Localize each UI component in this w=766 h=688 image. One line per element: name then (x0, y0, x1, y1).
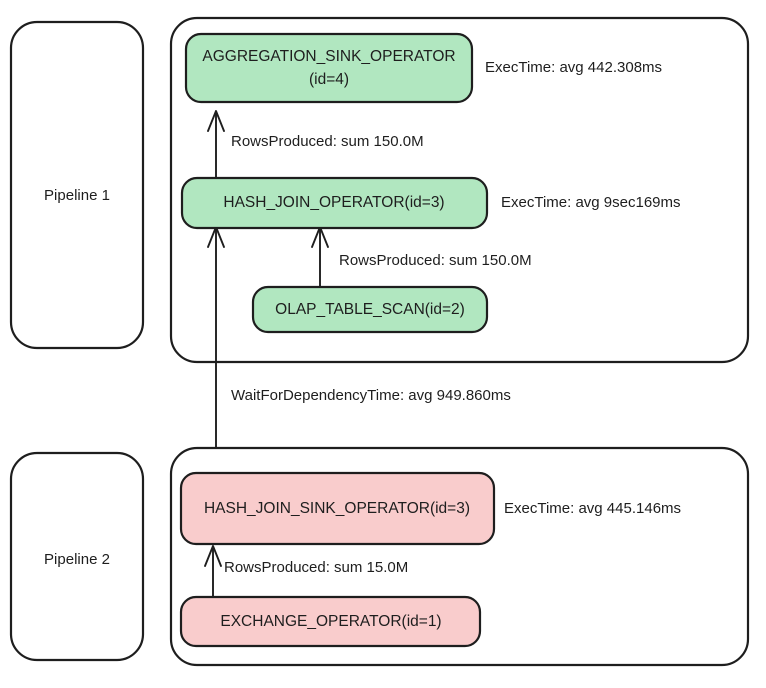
edge-hashjoin-to-aggsink-label: RowsProduced: sum 150.0M (231, 133, 424, 150)
node-aggregation-sink-operator-metric: ExecTime: avg 442.308ms (485, 59, 662, 76)
edge-hashjoinsink-to-hashjoin-label: WaitForDependencyTime: avg 949.860ms (231, 387, 511, 404)
node-hash-join-operator[interactable] (180, 176, 489, 230)
node-hash-join-sink-operator-line1: HASH_JOIN_SINK_OPERATOR(id=3) (204, 500, 470, 517)
pipeline-1-label-box (9, 20, 145, 350)
edge-olapscan-to-hashjoin-label: RowsProduced: sum 150.0M (339, 252, 532, 269)
edge-exchange-to-hashjoinsink-label: RowsProduced: sum 15.0M (224, 559, 408, 576)
pipeline-2-label: Pipeline 2 (44, 551, 110, 568)
edge-hashjoin-to-aggsink-arrowhead (207, 110, 225, 132)
node-aggregation-sink-operator-line2: (id=4) (309, 71, 349, 88)
node-aggregation-sink-operator-line1: AGGREGATION_SINK_OPERATOR (202, 48, 455, 65)
pipeline-1-label: Pipeline 1 (44, 187, 110, 204)
node-hash-join-sink-operator-metric: ExecTime: avg 445.146ms (504, 500, 681, 517)
node-aggregation-sink-operator[interactable] (184, 32, 474, 104)
node-hash-join-sink-operator[interactable] (179, 471, 496, 546)
node-exchange-operator[interactable] (179, 595, 482, 648)
edge-exchange-to-hashjoinsink-arrowhead (204, 545, 222, 567)
node-hash-join-operator-metric: ExecTime: avg 9sec169ms (501, 194, 681, 211)
node-olap-table-scan[interactable] (251, 285, 489, 334)
node-exchange-operator-line1: EXCHANGE_OPERATOR(id=1) (220, 613, 441, 630)
node-hash-join-operator-line1: HASH_JOIN_OPERATOR(id=3) (223, 194, 444, 211)
node-olap-table-scan-line1: OLAP_TABLE_SCAN(id=2) (275, 301, 465, 318)
pipeline-2-label-box (9, 451, 145, 662)
